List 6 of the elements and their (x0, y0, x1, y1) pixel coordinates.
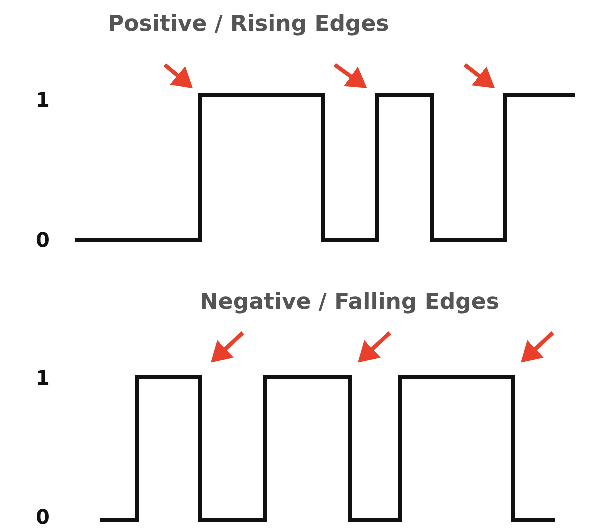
heading: Positive / Rising Edges (108, 12, 390, 37)
level-label: 0 (36, 228, 50, 252)
heading: Negative / Falling Edges (200, 290, 500, 315)
level-label: 1 (36, 366, 50, 390)
level-label: 1 (36, 88, 50, 112)
level-label: 0 (36, 505, 50, 529)
